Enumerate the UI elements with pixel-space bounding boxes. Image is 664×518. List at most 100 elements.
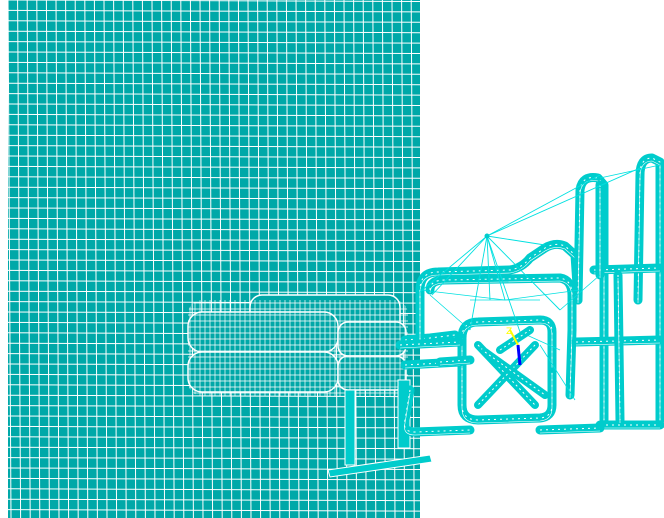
wall-mesh-line	[8, 41, 420, 44]
wall-mesh-line	[8, 238, 420, 242]
wall-mesh-line	[8, 217, 420, 221]
wall-mesh-line	[285, 0, 290, 518]
brace-wire	[559, 274, 601, 311]
frame-tube-mesh	[399, 341, 461, 346]
wall-mesh-line	[8, 30, 420, 34]
x-brace-mesh	[484, 351, 546, 396]
wall-mesh-line	[8, 51, 420, 54]
cylinder-body	[187, 351, 339, 393]
wall-mesh-line	[8, 186, 420, 190]
frame-tube-edge	[429, 280, 573, 399]
wall-mesh-line	[151, 0, 156, 518]
x-brace-mesh	[499, 329, 531, 351]
frame-tube-mesh	[637, 157, 661, 420]
brace-wire	[419, 289, 506, 301]
brace-wire	[431, 235, 488, 296]
wall-mesh-line	[257, 0, 262, 518]
frame-tube-mesh	[439, 359, 471, 363]
wall-mesh-line	[199, 0, 204, 518]
brace-wire	[486, 235, 561, 311]
wall-mesh-line	[314, 0, 319, 518]
frame-tube-mesh	[429, 277, 573, 396]
wall-mesh-line	[247, 0, 252, 518]
brace-wire	[486, 235, 506, 301]
wall-mesh-line	[266, 0, 271, 518]
wall-mesh-line	[8, 9, 420, 13]
wall-mesh-line	[8, 134, 420, 138]
wall-mesh-line	[122, 0, 127, 518]
wall-mesh-line	[353, 0, 358, 518]
brace-wire	[486, 235, 491, 301]
brace-wire	[486, 167, 641, 237]
wall-mesh-line	[8, 145, 420, 148]
wall-mesh-line	[8, 72, 420, 75]
frame-tube-edge	[461, 322, 553, 375]
tubular-frame	[395, 153, 664, 437]
wall-mesh-line	[74, 0, 79, 518]
wall-mesh-line	[8, 155, 420, 158]
wall-mesh-line	[103, 0, 108, 518]
wall-mesh-line	[8, 477, 420, 481]
wall-mesh-line	[8, 176, 420, 179]
wall-mesh-line	[36, 0, 41, 518]
wall-mesh-line	[276, 0, 281, 518]
wall-mesh-line	[209, 0, 214, 518]
wall-mesh-line	[8, 280, 420, 283]
frame-tube-edge	[637, 160, 661, 423]
cylinder-bundle	[187, 294, 408, 396]
wireframe-bracing	[419, 164, 661, 401]
wall-mesh-line	[372, 0, 377, 518]
wall-mesh-line	[8, 20, 420, 23]
frame-tube-edge	[593, 270, 661, 274]
frame-tube-mesh	[404, 389, 471, 433]
wall-mesh-line	[8, 93, 420, 96]
wall-mesh-line	[170, 0, 175, 518]
brace-wire	[486, 174, 601, 237]
frame-tube-mesh	[404, 334, 456, 341]
wall-mesh-line	[333, 0, 338, 518]
wall-mesh-line	[237, 0, 242, 518]
brace-wire	[599, 164, 661, 179]
wall-mesh-line	[8, 113, 420, 117]
wall-mesh-line	[17, 0, 22, 518]
wall-mesh-line	[8, 0, 12, 518]
frame-tube-mesh	[461, 338, 553, 421]
wall-mesh-line	[295, 0, 300, 518]
brace-wire	[486, 235, 546, 246]
frame-tube-edge	[539, 430, 601, 434]
frame-tube-mesh	[461, 319, 553, 372]
brace-wire	[419, 235, 488, 293]
frame-tube-edge	[419, 247, 579, 343]
wall-mesh-line	[8, 103, 420, 106]
frame-tube-mesh	[539, 427, 601, 431]
wall-mesh-line	[8, 290, 420, 294]
frame-tube-edge	[617, 277, 621, 424]
wall-mesh-line	[26, 0, 31, 518]
wall-mesh-line	[84, 0, 89, 518]
wall-mesh-line	[45, 0, 50, 518]
frame-tube-edge	[399, 344, 461, 349]
brace-wire	[486, 235, 521, 333]
x-brace-mesh	[477, 344, 536, 406]
wall-mesh-line	[305, 0, 310, 518]
wall-mesh-line	[93, 0, 98, 518]
wall-mesh-line	[141, 0, 146, 518]
wall-mesh-line	[8, 82, 420, 86]
wall-mesh-line	[8, 207, 420, 210]
frame-tube	[415, 239, 583, 345]
frame-tube-mesh	[593, 267, 661, 271]
wall-mesh-line	[391, 0, 396, 518]
frame-tube-edge	[439, 362, 471, 366]
wall-mesh-line	[8, 498, 420, 502]
wall-mesh-line	[65, 0, 70, 518]
wall-mesh-line	[362, 0, 367, 518]
brace-wire	[469, 235, 488, 331]
brace-wire	[539, 344, 576, 401]
wall-mesh-line	[189, 0, 194, 518]
wall-mesh-line	[8, 249, 420, 252]
brace-hub-node	[484, 233, 490, 239]
wall-mesh-line	[8, 228, 420, 231]
wall-plate-mesh	[8, 0, 420, 518]
